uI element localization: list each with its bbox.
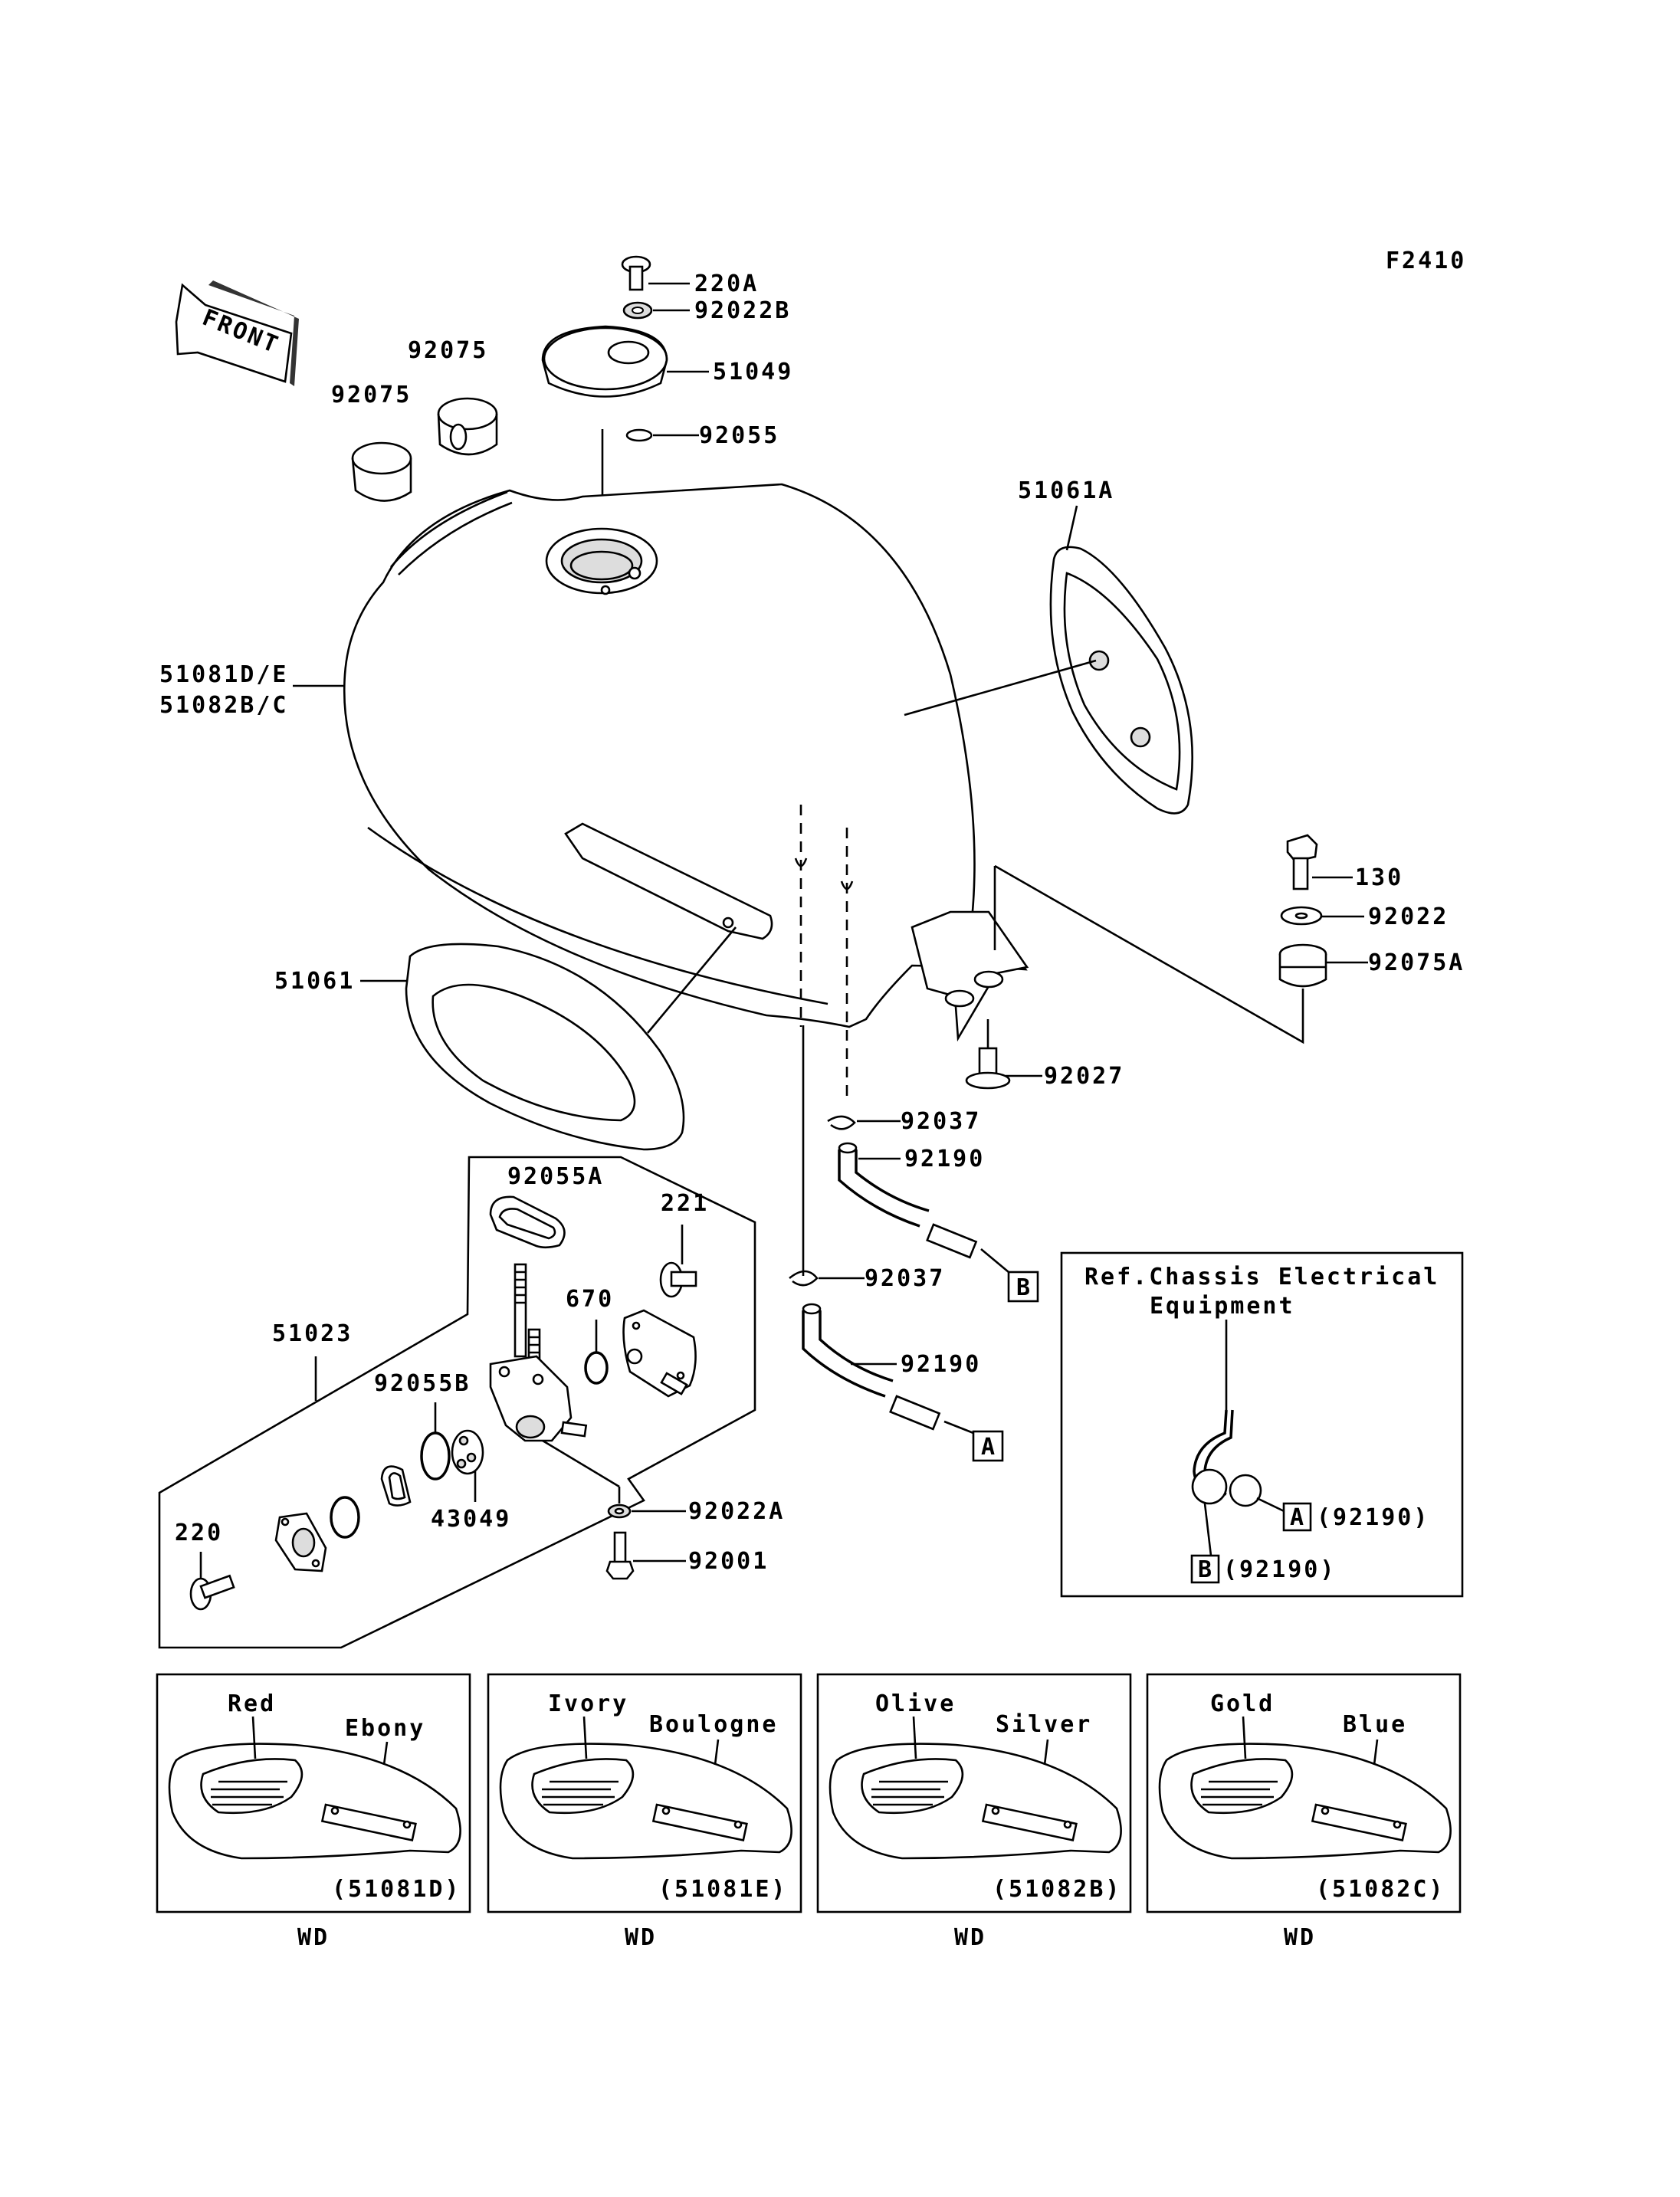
ref-box-title-line2: Equipment (1150, 1293, 1295, 1320)
washer-92022b-icon (622, 301, 653, 320)
hose-92190-top-icon (838, 1142, 978, 1259)
label-51081de: 51081D/E (159, 661, 289, 688)
label-92055a: 92055A (507, 1163, 604, 1190)
variant-2-footer: WD (625, 1924, 657, 1951)
fuel-cock-cover-icon (622, 1309, 697, 1398)
washer-92022a-icon (607, 1503, 632, 1519)
ref-marker-b: B (1190, 1554, 1220, 1584)
variant-2-color2: Boulogne (649, 1711, 779, 1738)
plate-seal-icon (380, 1465, 412, 1507)
label-51049: 51049 (713, 359, 793, 385)
svg-text:B: B (1198, 1556, 1214, 1583)
hose-92190-bottom-icon (802, 1303, 941, 1431)
ref-marker-a: A (1282, 1502, 1312, 1532)
variant-1-footer: WD (297, 1924, 330, 1951)
svg-text:B: B (1016, 1274, 1032, 1301)
fuel-cock-51023-icon (489, 1263, 588, 1442)
variant-panels: Red Ebony (51081D) WD Ivory Boulogne (51… (156, 1673, 1462, 1951)
dashed-hose-guides (794, 805, 854, 1276)
variant-3-footer: WD (954, 1924, 986, 1951)
fuel-tank-51081-icon (343, 483, 1029, 1042)
side-pad-51061a-icon (1049, 546, 1193, 815)
mounting-plate-icon (274, 1512, 327, 1572)
figure-id: F2410 (1386, 248, 1466, 274)
fuel-cap-51049-icon (541, 325, 668, 398)
label-92075-top: 92075 (408, 337, 488, 364)
variant-1-color2: Ebony (345, 1715, 425, 1742)
variant-panel-3: Olive Silver (51082B) (816, 1673, 1132, 1913)
variant-3-color2: Silver (996, 1711, 1092, 1738)
bolt-130-icon (1286, 834, 1318, 890)
label-130: 130 (1355, 864, 1403, 891)
label-92022b: 92022B (694, 297, 791, 324)
svg-text:A: A (981, 1434, 997, 1461)
oring-small-icon (330, 1496, 360, 1539)
ref-label-b: (92190) (1223, 1556, 1336, 1583)
screw-220a-icon (621, 255, 651, 291)
variant-panel-1: Red Ebony (51081D) (156, 1673, 471, 1913)
variant-4-color1: Gold (1210, 1690, 1275, 1717)
damper-92075a-icon (1278, 943, 1327, 988)
collar-92027-icon (965, 1047, 1011, 1090)
marker-b: B (1007, 1271, 1039, 1303)
label-43049: 43049 (431, 1506, 511, 1533)
label-220a: 220A (694, 271, 759, 297)
label-92075-left: 92075 (331, 382, 412, 408)
label-92037-bottom: 92037 (865, 1265, 945, 1292)
oring-670-icon (584, 1351, 609, 1385)
screw-220-icon (189, 1574, 235, 1611)
oring-92055b-icon (420, 1431, 451, 1481)
washer-92022-icon (1280, 906, 1323, 926)
label-92001: 92001 (688, 1548, 769, 1575)
ref-chassis-electrical-box: Ref.Chassis Electrical Equipment A (9219… (1060, 1251, 1464, 1598)
gasket-92055a-icon (489, 1195, 566, 1249)
variant-4-color2: Blue (1343, 1711, 1407, 1738)
label-670: 670 (566, 1286, 614, 1313)
label-92027: 92027 (1044, 1063, 1124, 1090)
svg-text:A: A (1290, 1504, 1306, 1531)
label-92055b: 92055B (374, 1370, 471, 1397)
damper-92075-top (437, 397, 498, 456)
variant-2-color1: Ivory (548, 1690, 628, 1717)
marker-a: A (972, 1430, 1004, 1462)
variant-4-footer: WD (1284, 1924, 1316, 1951)
front-arrow-icon: FRONT (175, 280, 299, 386)
variant-panel-2: Ivory Boulogne (51081E) (487, 1673, 802, 1913)
label-51023: 51023 (272, 1320, 353, 1347)
label-92075a: 92075A (1368, 949, 1465, 976)
label-92055: 92055 (699, 422, 779, 449)
variant-1-color1: Red (228, 1690, 276, 1717)
bolt-92001-icon (605, 1531, 635, 1580)
screw-221-icon (659, 1261, 697, 1298)
label-220: 220 (175, 1520, 223, 1546)
label-51061a: 51061A (1018, 477, 1114, 504)
label-92022a: 92022A (688, 1498, 785, 1525)
damper-92075-left (351, 441, 412, 502)
label-221: 221 (661, 1190, 709, 1217)
label-92190-top: 92190 (904, 1146, 985, 1172)
fuel-cock-assembly-outline (158, 1156, 756, 1649)
label-51082bc: 51082B/C (159, 692, 289, 719)
clamp-92037-bottom-icon (789, 1270, 819, 1287)
variant-panel-4: Gold Blue (51082C) (1146, 1673, 1462, 1913)
label-51061: 51061 (274, 968, 355, 995)
side-pad-51061-icon (405, 943, 685, 1151)
variant-1-code: (51081D) (332, 1876, 461, 1903)
oring-92055-icon (625, 428, 653, 442)
ref-box-title-line1: Ref.Chassis Electrical (1084, 1264, 1439, 1290)
variant-4-code: (51082C) (1316, 1876, 1445, 1903)
ref-label-a: (92190) (1317, 1504, 1429, 1531)
label-92037-top: 92037 (901, 1108, 981, 1135)
variant-3-color1: Olive (875, 1690, 956, 1717)
clamp-92037-top-icon (827, 1115, 856, 1130)
label-92022: 92022 (1368, 903, 1449, 930)
variant-2-code: (51081E) (658, 1876, 788, 1903)
label-92190-bottom: 92190 (901, 1351, 981, 1378)
filter-43049-icon (451, 1429, 484, 1475)
variant-3-code: (51082B) (993, 1876, 1122, 1903)
